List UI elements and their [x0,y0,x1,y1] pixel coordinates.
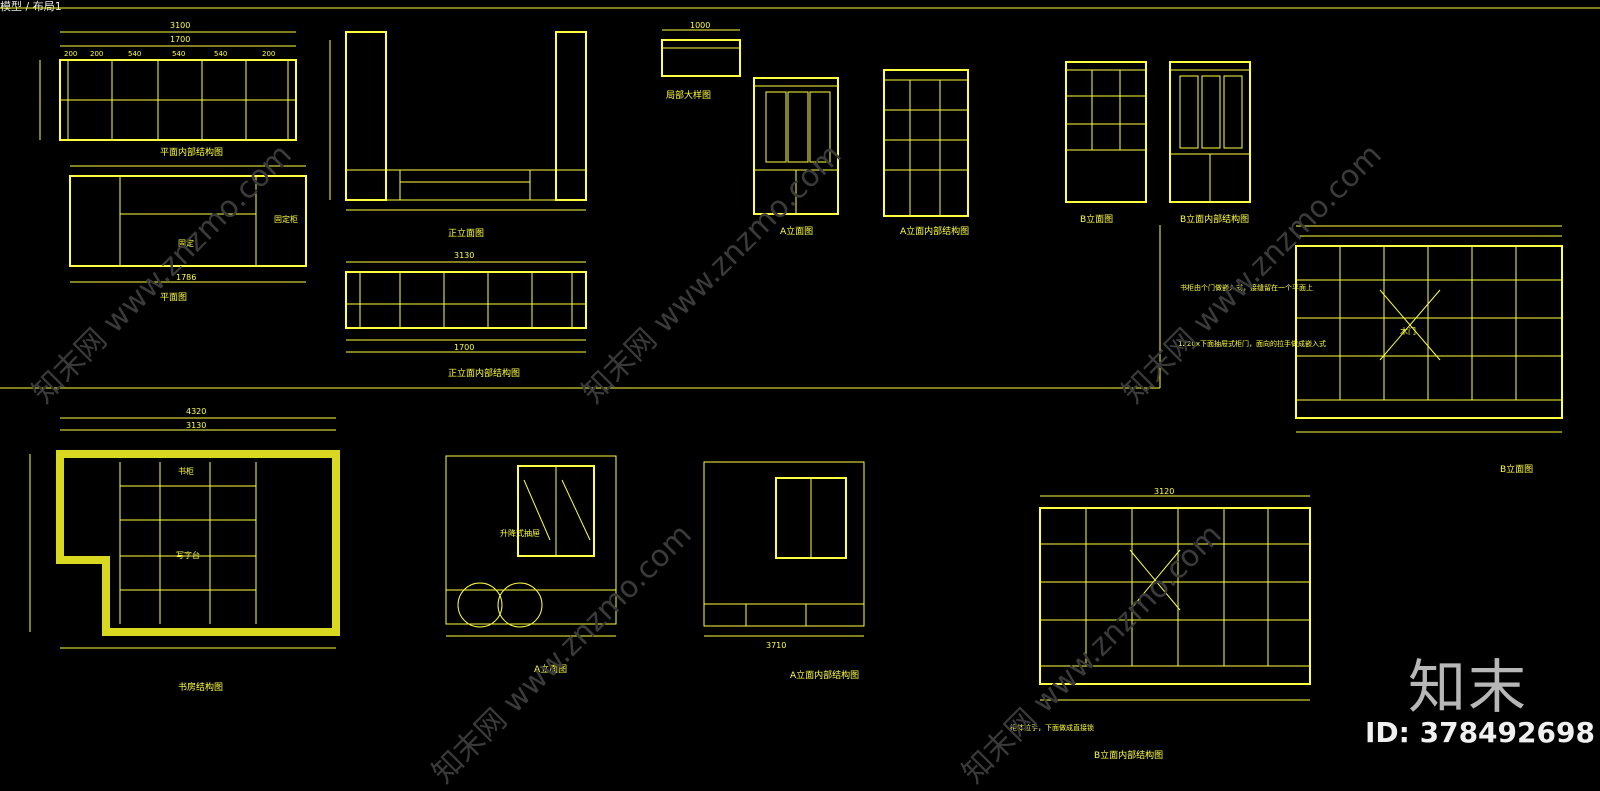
b-internal-bottom-drawing [1039,495,1311,701]
title-a-internal-2: A立面内部结构图 [790,669,859,681]
title-a-elev-2: A立面图 [534,663,567,675]
label-door: 木门 [1400,326,1416,336]
dim-plan-sub-2: 540 [128,50,141,58]
title-floor-plan: 书房结构图 [178,681,223,693]
dim-front-total: 3130 [454,251,474,260]
label-fixed: 固定 [178,238,194,248]
front-elevation-drawing [329,31,587,211]
a-internal-bottom-drawing [703,461,865,637]
dim-plan-sub-0: 200 [64,50,77,58]
label-fixed-cabinet: 固定柜 [274,214,298,224]
title-a-elev: A立面图 [780,225,813,237]
title-b-internal: B立面内部结构图 [1180,213,1249,225]
layout-tab-label[interactable]: 模型 / 布局1 [0,0,62,13]
dim-floor-total: 4320 [186,407,206,416]
note-drawer: 1220x下面抽屉式柜门，面向的拉手做成嵌入式 [1178,339,1326,348]
title-b-elev: B立面图 [1080,213,1113,225]
dim-plan-sub-4: 540 [214,50,227,58]
b-elevation-large-drawing [1295,225,1563,433]
plan-internal-drawing [39,31,297,141]
a-elevation-drawing [753,77,839,215]
dim-plan-total: 3100 [170,21,190,30]
label-book: 书柜 [178,466,194,476]
b-elevation-drawing [1065,61,1147,203]
dim-plan-sub-1: 200 [90,50,103,58]
title-b-elev-2: B立面图 [1500,463,1533,475]
title-plan-internal: 平面内部结构图 [160,146,223,158]
label-desk: 写字台 [176,550,200,560]
floor-plan-drawing [29,417,340,649]
brand-logo: 知末 [1408,653,1529,721]
title-plan: 平面图 [160,292,187,303]
dim-detail-top: 1000 [690,21,710,30]
title-front-internal: 正立面内部结构图 [448,367,520,379]
note-b: 书柜由个门做嵌入式，接缝留在一个平面上 [1180,283,1313,292]
title-b-internal-2: B立面内部结构图 [1094,749,1163,761]
plan-drawing [69,165,307,283]
dim-elev-a-total: 3710 [766,641,786,650]
dim-plan-sub-5: 200 [262,50,275,58]
title-a-internal: A立面内部结构图 [900,225,969,237]
id-label: ID: 378492698 [1365,716,1595,749]
front-internal-drawing [345,261,587,353]
dim-elev-b-total: 3120 [1154,487,1174,496]
dim-plan-sub-3: 540 [172,50,185,58]
b-internal-drawing [1169,61,1251,203]
dim-plan-b-total: 1786 [176,273,196,282]
note-pull: 柜体拉手，下面做成直接锁 [1010,723,1094,732]
dim-front-mid: 1700 [454,343,474,352]
dim-floor-width: 3130 [186,421,206,430]
dim-plan-mid: 1700 [170,35,190,44]
title-front-elev: 正立面图 [448,227,484,239]
title-detail: 局部大样图 [666,89,711,101]
a-internal-drawing [883,69,969,217]
a-elevation-bottom-drawing [445,455,617,637]
detail-drawing [661,29,741,77]
label-lift-cabinet: 升降式抽屉 [500,528,540,538]
